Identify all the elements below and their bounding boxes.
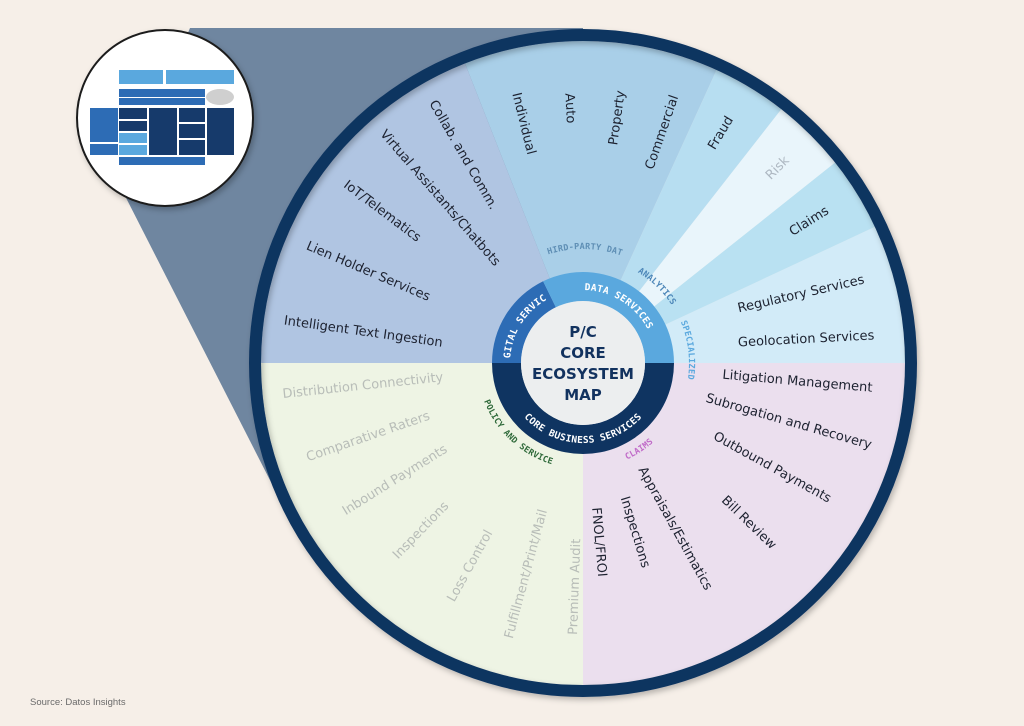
center-title-line-2: CORE xyxy=(560,344,606,362)
center-title-line-3: ECOSYSTEM xyxy=(532,365,634,383)
core-system-architecture-icon xyxy=(76,29,254,207)
hub-data-services xyxy=(543,271,674,363)
hub-digital-services xyxy=(492,281,556,363)
sector-third-party-data xyxy=(464,40,717,364)
sector-claims xyxy=(583,363,905,685)
center-title-line-1: P/C xyxy=(569,323,596,341)
outer-rim xyxy=(249,29,917,697)
source-caption: Source: Datos Insights xyxy=(30,697,126,708)
specialized-item: Geolocation Services xyxy=(738,328,875,350)
policy-and-service-item: Premium Audit xyxy=(566,539,584,636)
third-party-data-item: Auto xyxy=(561,93,578,124)
hub-core-business-services xyxy=(492,363,674,454)
center-title-line-4: MAP xyxy=(564,386,602,404)
sector-policy-and-service xyxy=(261,363,583,685)
claims-item: FNOL/FROI xyxy=(588,507,609,578)
sector-digital-services xyxy=(261,63,583,363)
center-disc xyxy=(521,301,645,425)
